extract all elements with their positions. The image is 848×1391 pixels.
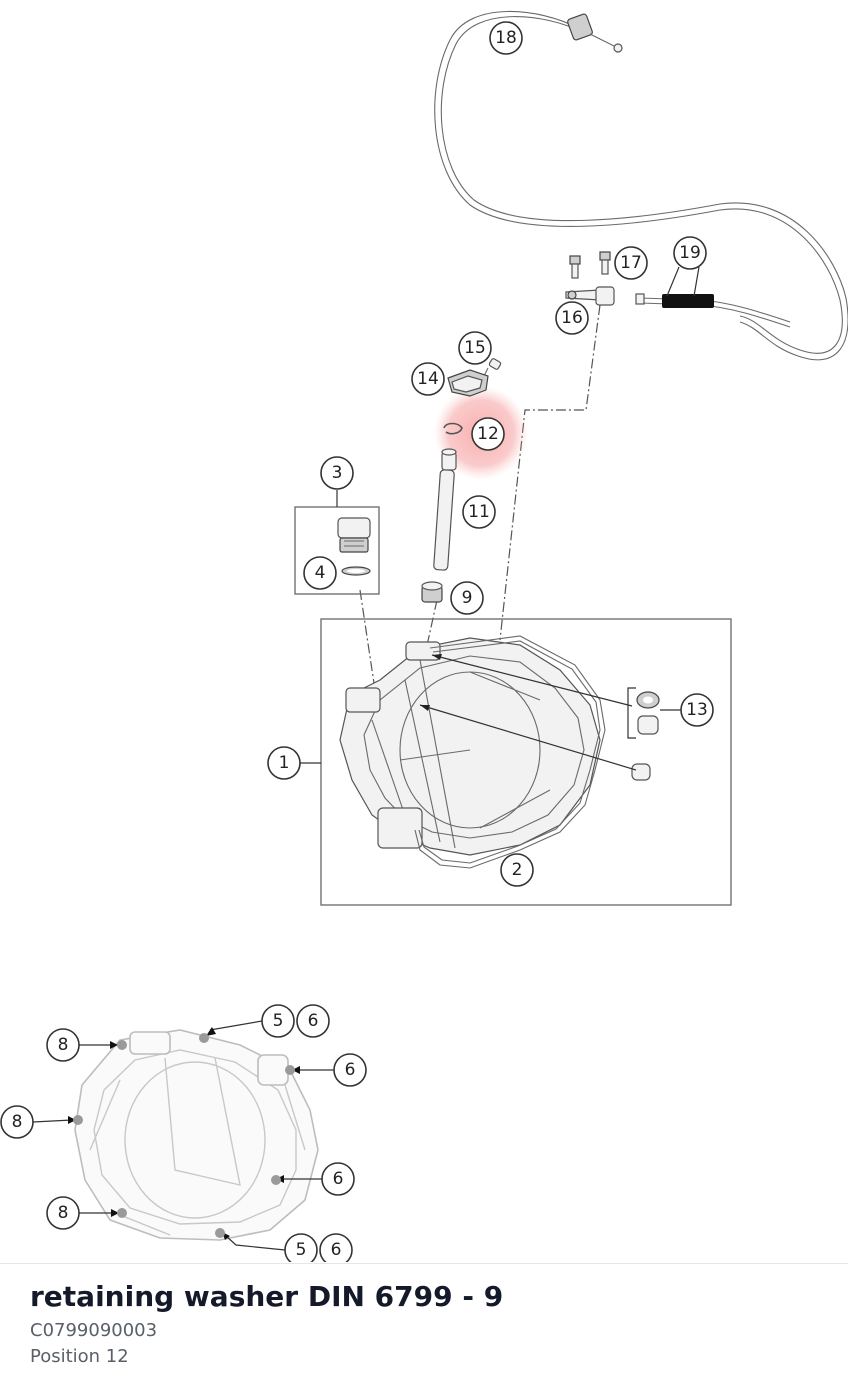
callout-1-label: 1 [279,753,290,773]
seals-13 [627,687,682,739]
callout-4-label: 4 [315,563,326,583]
screws-17 [569,251,611,279]
detail-callout-6-top[interactable]: 6 [296,1004,330,1038]
screw-15 [483,358,502,377]
callout-9-label: 9 [462,588,473,608]
gasket-2 [414,635,606,869]
part-info-panel: retaining washer DIN 6799 - 9 C079909000… [0,1263,848,1391]
lever-16 [565,286,615,306]
detail-callout-8-left-label: 8 [12,1112,23,1132]
callout-17[interactable]: 17 [614,246,648,280]
oil-plug-3 [337,517,371,553]
callout-3[interactable]: 3 [320,456,354,490]
detail-callout-8-left[interactable]: 8 [0,1105,34,1139]
callout-15[interactable]: 15 [458,331,492,365]
callout-13-label: 13 [686,700,708,720]
clutch-cover-1 [339,637,601,856]
detail-callout-8-bottom-label: 8 [58,1203,69,1223]
detail-leaders [32,1020,334,1251]
detail-callout-6-bottom-label: 6 [331,1240,342,1260]
callout-19-label: 19 [679,243,701,263]
detail-callout-6-top-label: 6 [308,1011,319,1031]
callout-16[interactable]: 16 [555,301,589,335]
detail-callout-6-right[interactable]: 6 [333,1053,367,1087]
detail-callout-8-top-label: 8 [58,1035,69,1055]
callout-18-label: 18 [495,28,517,48]
callout-16-label: 16 [561,308,583,328]
callout-12[interactable]: 12 [471,417,505,451]
callout-1[interactable]: 1 [267,746,301,780]
callout-11[interactable]: 11 [462,495,496,529]
part-position: Position 12 [30,1346,129,1367]
callout-18[interactable]: 18 [489,21,523,55]
callout-3-label: 3 [332,463,343,483]
group-box-1 [320,618,732,906]
detail-callout-5-bottom-label: 5 [296,1240,307,1260]
callout-12-label: 12 [477,424,499,444]
bushing-13b [631,763,651,781]
retaining-washer-12 [443,422,463,435]
part-title: retaining washer DIN 6799 - 9 [30,1280,504,1313]
callout-19[interactable]: 19 [673,236,707,270]
shaft-11 [433,448,457,571]
callout-2[interactable]: 2 [500,853,534,887]
exploded-parts-diagram: 18 19 17 16 15 14 12 11 3 4 9 13 1 2 5 6… [0,10,848,1262]
detail-callout-8-top[interactable]: 8 [46,1028,80,1062]
detail-callout-6-bottom[interactable]: 6 [319,1233,353,1262]
bushing-9 [421,581,443,603]
callout-2-label: 2 [512,860,523,880]
o-ring-4 [341,566,371,576]
callout-17-label: 17 [620,253,642,273]
part-number: C0799090003 [30,1320,158,1341]
detail-callout-8-bottom[interactable]: 8 [46,1196,80,1230]
bracket-14 [447,369,489,397]
cable-19 [635,293,791,328]
callout-11-label: 11 [468,502,490,522]
detail-callout-5-top-label: 5 [273,1011,284,1031]
detail-callout-6-right-label: 6 [345,1060,356,1080]
detail-callout-6-lower[interactable]: 6 [321,1162,355,1196]
callout-4[interactable]: 4 [303,556,337,590]
callout-13[interactable]: 13 [680,693,714,727]
callout-14-label: 14 [417,369,439,389]
callout-15-label: 15 [464,338,486,358]
detail-callout-6-lower-label: 6 [333,1169,344,1189]
detail-view-cover [74,1029,319,1241]
cable-18 [434,10,848,361]
detail-callout-5-bottom[interactable]: 5 [284,1233,318,1262]
callout-14[interactable]: 14 [411,362,445,396]
callout-9[interactable]: 9 [450,581,484,615]
detail-callout-5-top[interactable]: 5 [261,1004,295,1038]
